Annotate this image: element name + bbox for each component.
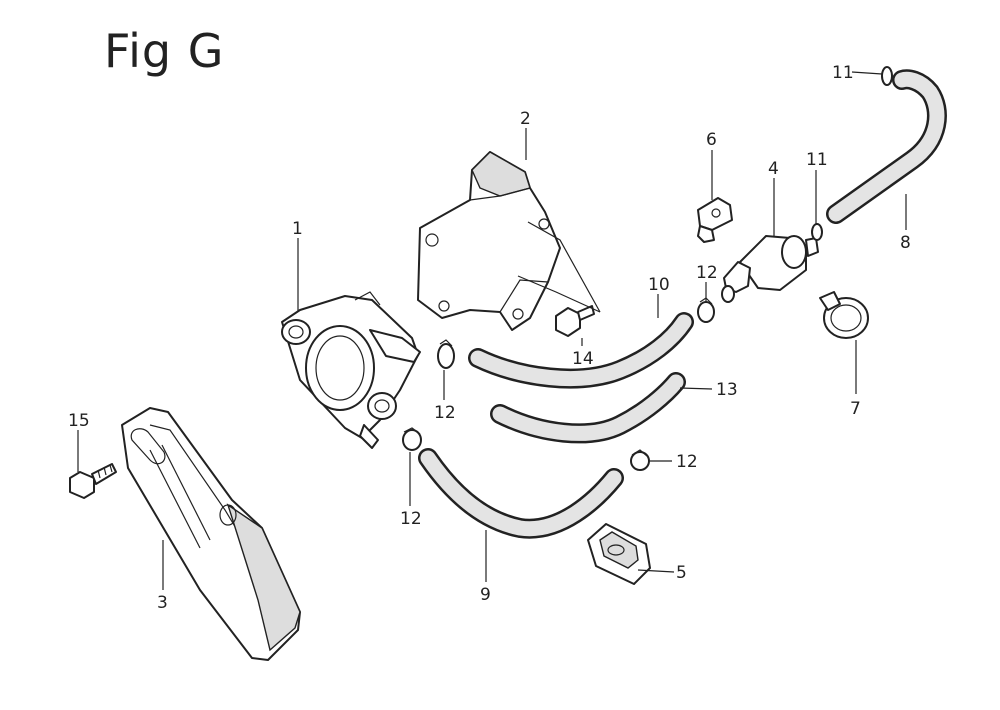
part-grommet-5	[587, 523, 651, 585]
callout-8: 8	[900, 233, 911, 253]
part-oring-11	[811, 66, 893, 241]
callout-11-right: 11	[806, 150, 828, 170]
part-bolt-15	[69, 463, 117, 499]
callout-5: 5	[676, 563, 687, 583]
part-bolt-14	[555, 305, 595, 337]
part-clip-6	[697, 197, 733, 243]
part-hose-13	[490, 372, 686, 444]
callout-12-grommet: 12	[676, 452, 698, 472]
callout-labels: 1 2 3 4 5 6 7 8 9 10 11 11 12 12 12 12 1…	[68, 63, 911, 613]
figure-title: Fig G	[104, 24, 225, 78]
leader-lines	[77, 71, 907, 590]
callout-3: 3	[157, 593, 168, 613]
callout-11-top: 11	[832, 63, 854, 83]
callout-12-center: 12	[434, 403, 456, 423]
callout-6: 6	[706, 130, 717, 150]
callout-15: 15	[68, 411, 90, 431]
part-cover-bracket	[417, 151, 561, 331]
callout-14: 14	[572, 349, 594, 369]
callout-12-filter: 12	[696, 263, 718, 283]
part-clamp-7	[819, 291, 869, 339]
callout-9: 9	[480, 585, 491, 605]
callout-1: 1	[292, 219, 303, 239]
callout-12-lower: 12	[400, 509, 422, 529]
callout-7: 7	[850, 399, 861, 419]
part-hose-9	[418, 448, 624, 539]
callout-2: 2	[520, 109, 531, 129]
callout-10: 10	[648, 275, 670, 295]
part-fuel-filter	[721, 235, 819, 303]
callout-4: 4	[768, 159, 779, 179]
part-pump-body	[281, 291, 421, 449]
part-bracket-plate	[121, 407, 301, 661]
part-hose-10	[468, 312, 694, 389]
part-hose-8	[826, 69, 947, 224]
callout-13: 13	[716, 380, 738, 400]
